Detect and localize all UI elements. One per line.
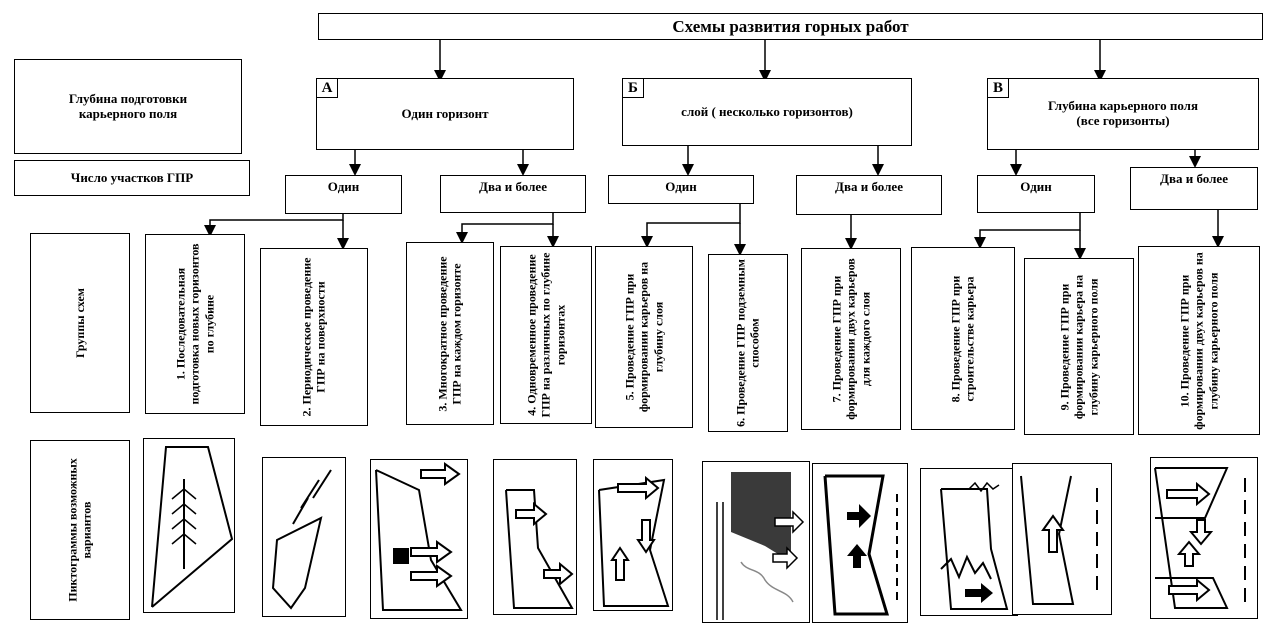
count-b-two: Два и более — [796, 175, 942, 215]
pictogram-1 — [143, 438, 235, 613]
branch-b-letter: Б — [622, 78, 644, 98]
pictogram-8-drawing — [940, 481, 1009, 610]
pictogram-6-drawing — [716, 472, 805, 620]
group-1: 1. Последовательная подготовка новых гор… — [145, 234, 245, 414]
count-a-two: Два и более — [440, 175, 586, 213]
count-c-two: Два и более — [1130, 167, 1258, 210]
branch-a-letter: А — [316, 78, 338, 98]
pictogram-10 — [1150, 457, 1258, 619]
pictogram-10-drawing — [1154, 467, 1246, 609]
group-3: 3. Многократное проведение ГПР на каждом… — [406, 242, 494, 425]
count-b-one: Один — [608, 175, 754, 204]
pictogram-4 — [493, 459, 577, 615]
group-2: 2. Периодическое проведение ГПР на повер… — [260, 248, 368, 426]
group-7: 7. Проведение ГПР при формировании двух … — [801, 248, 901, 430]
pictogram-6 — [702, 461, 810, 623]
group-10: 10. Проведение ГПР при формировании двух… — [1138, 246, 1260, 435]
scheme-groups-label: Группы схем — [30, 233, 130, 413]
pictogram-9 — [1012, 463, 1112, 615]
pictogram-5 — [593, 459, 673, 611]
count-c-one: Один — [977, 175, 1095, 213]
group-4: 4. Одновременное проведение ГПР на разли… — [500, 246, 592, 424]
pictogram-2-drawing — [271, 469, 332, 610]
group-6: 6. Проведение ГПР подземным способом — [708, 254, 788, 432]
pictogram-9-drawing — [1020, 475, 1098, 605]
branch-c: Глубина карьерного поля (все горизонты) — [987, 78, 1259, 150]
pictogram-7 — [812, 463, 908, 623]
pictogram-7-drawing — [823, 474, 898, 616]
branch-c-letter: В — [987, 78, 1009, 98]
diagram-title: Схемы развития горных работ — [318, 13, 1263, 40]
pictograms-label: Пиктограммы возможных вариантов — [30, 440, 130, 620]
depth-prep-label: Глубина подготовки карьерного поля — [14, 59, 242, 154]
pictogram-3 — [370, 459, 468, 619]
pictogram-2 — [262, 457, 346, 617]
num-sites-label: Число участков ГПР — [14, 160, 250, 196]
group-5: 5. Проведение ГПР при формировании карье… — [595, 246, 693, 428]
group-8: 8. Проведение ГПР при строительстве карь… — [911, 247, 1015, 430]
count-a-one: Один — [285, 175, 402, 214]
pictogram-1-drawing — [151, 446, 234, 608]
branch-a: Один горизонт — [316, 78, 574, 150]
group-9: 9. Проведение ГПР при формировании карье… — [1024, 258, 1134, 435]
branch-b: слой ( несколько горизонтов) — [622, 78, 912, 146]
pictogram-3-drawing — [375, 462, 463, 611]
pictogram-5-drawing — [598, 475, 670, 607]
pictogram-4-drawing — [505, 489, 574, 609]
pictogram-8 — [920, 468, 1018, 616]
